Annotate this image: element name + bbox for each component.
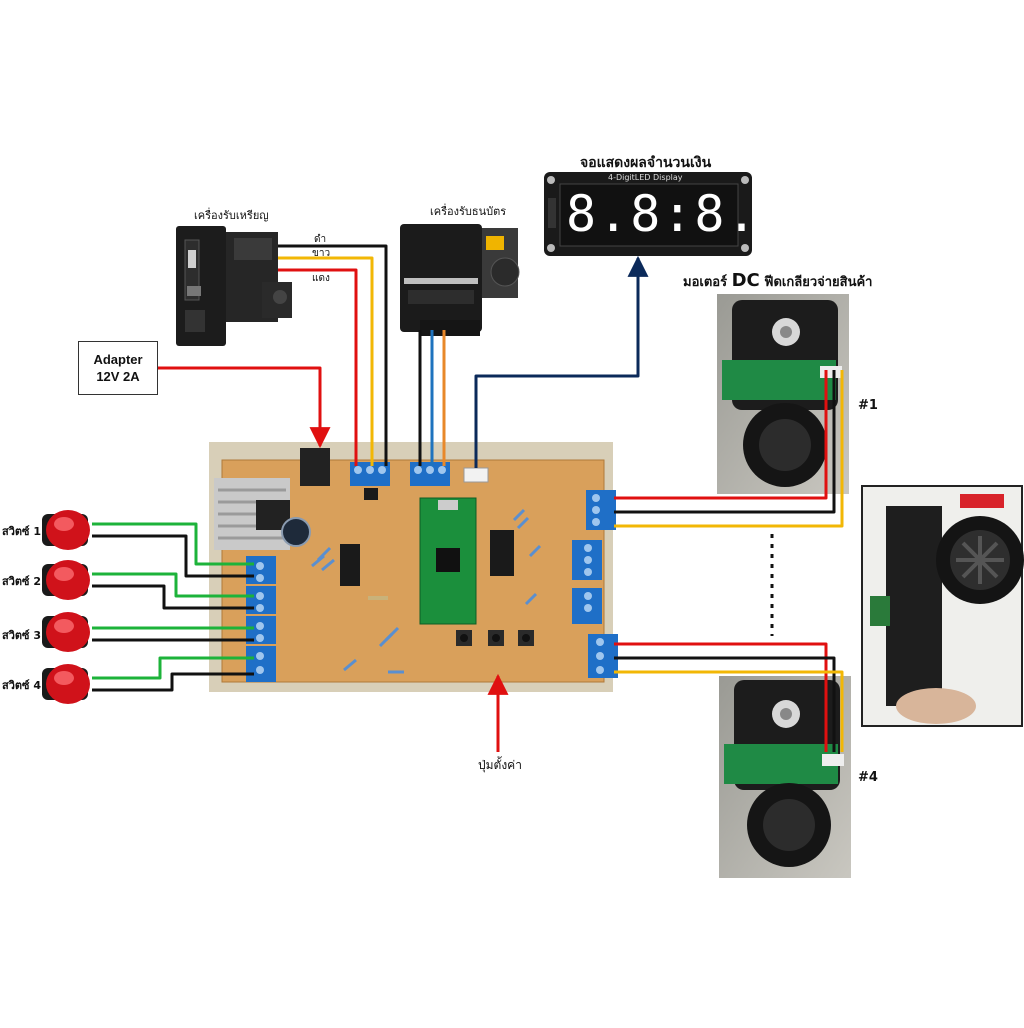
arduino-nano (419, 497, 477, 625)
display-subtitle: 4-DigitLED Display (608, 173, 683, 182)
motor-photo-4 (719, 676, 851, 878)
wire-red-label: แดง (312, 273, 330, 284)
capacitor (281, 517, 311, 547)
display-title: จอแสดงผลจำนวนเงิน (580, 155, 712, 171)
dc-jack (300, 448, 330, 486)
motor-4-label: #4 (858, 770, 878, 785)
wires (92, 244, 844, 752)
led-display (544, 172, 752, 256)
heatsink (214, 478, 290, 550)
switch-1-label: สวิตซ์ 1 (2, 525, 41, 538)
adapter-line-1: Adapter (93, 352, 143, 367)
display-connector (463, 467, 489, 483)
motor-closeup-photo (861, 485, 1024, 727)
bill-acceptor (400, 224, 520, 336)
wire-white-label: ขาว (312, 248, 331, 259)
bill-acceptor-label: เครื่องรับธนบัตร (430, 205, 507, 218)
coin-acceptor (176, 226, 292, 346)
push-buttons (42, 510, 90, 704)
coin-acceptor-label: เครื่องรับเหรียญ (194, 209, 269, 222)
ic-chip (340, 544, 360, 586)
setting-tact-switches (456, 630, 534, 646)
motor-1-label: #1 (858, 398, 878, 413)
motor-title-suffix: ฟีดเกลียวจ่ายสินค้า (759, 275, 873, 290)
motor-photo-1 (717, 294, 849, 494)
switch-2-label: สวิตซ์ 2 (2, 575, 41, 588)
motor-title: มอเตอร์ DC ฟีดเกลียวจ่ายสินค้า (683, 270, 872, 292)
switch-4-label: สวิตซ์ 4 (2, 679, 41, 692)
motor-title-dc: DC (731, 270, 760, 291)
resistors (311, 508, 542, 674)
display-digits: 8.8:8.8 (566, 185, 791, 243)
switch-2 (42, 560, 90, 600)
setting-buttons-label: ปุ่มตั้งค่า (478, 758, 522, 772)
ic-chip (490, 530, 514, 576)
switch-3-label: สวิตซ์ 3 (2, 629, 41, 642)
switch-4 (42, 664, 90, 704)
adapter-box: Adapter 12V 2A (78, 341, 158, 395)
wire-black-label: ดำ (314, 234, 327, 245)
adapter-line-2: 12V 2A (96, 369, 140, 384)
switch-3 (42, 612, 90, 652)
motor-title-prefix: มอเตอร์ (683, 275, 732, 290)
switch-1 (42, 510, 90, 550)
main-pcb (209, 442, 618, 692)
